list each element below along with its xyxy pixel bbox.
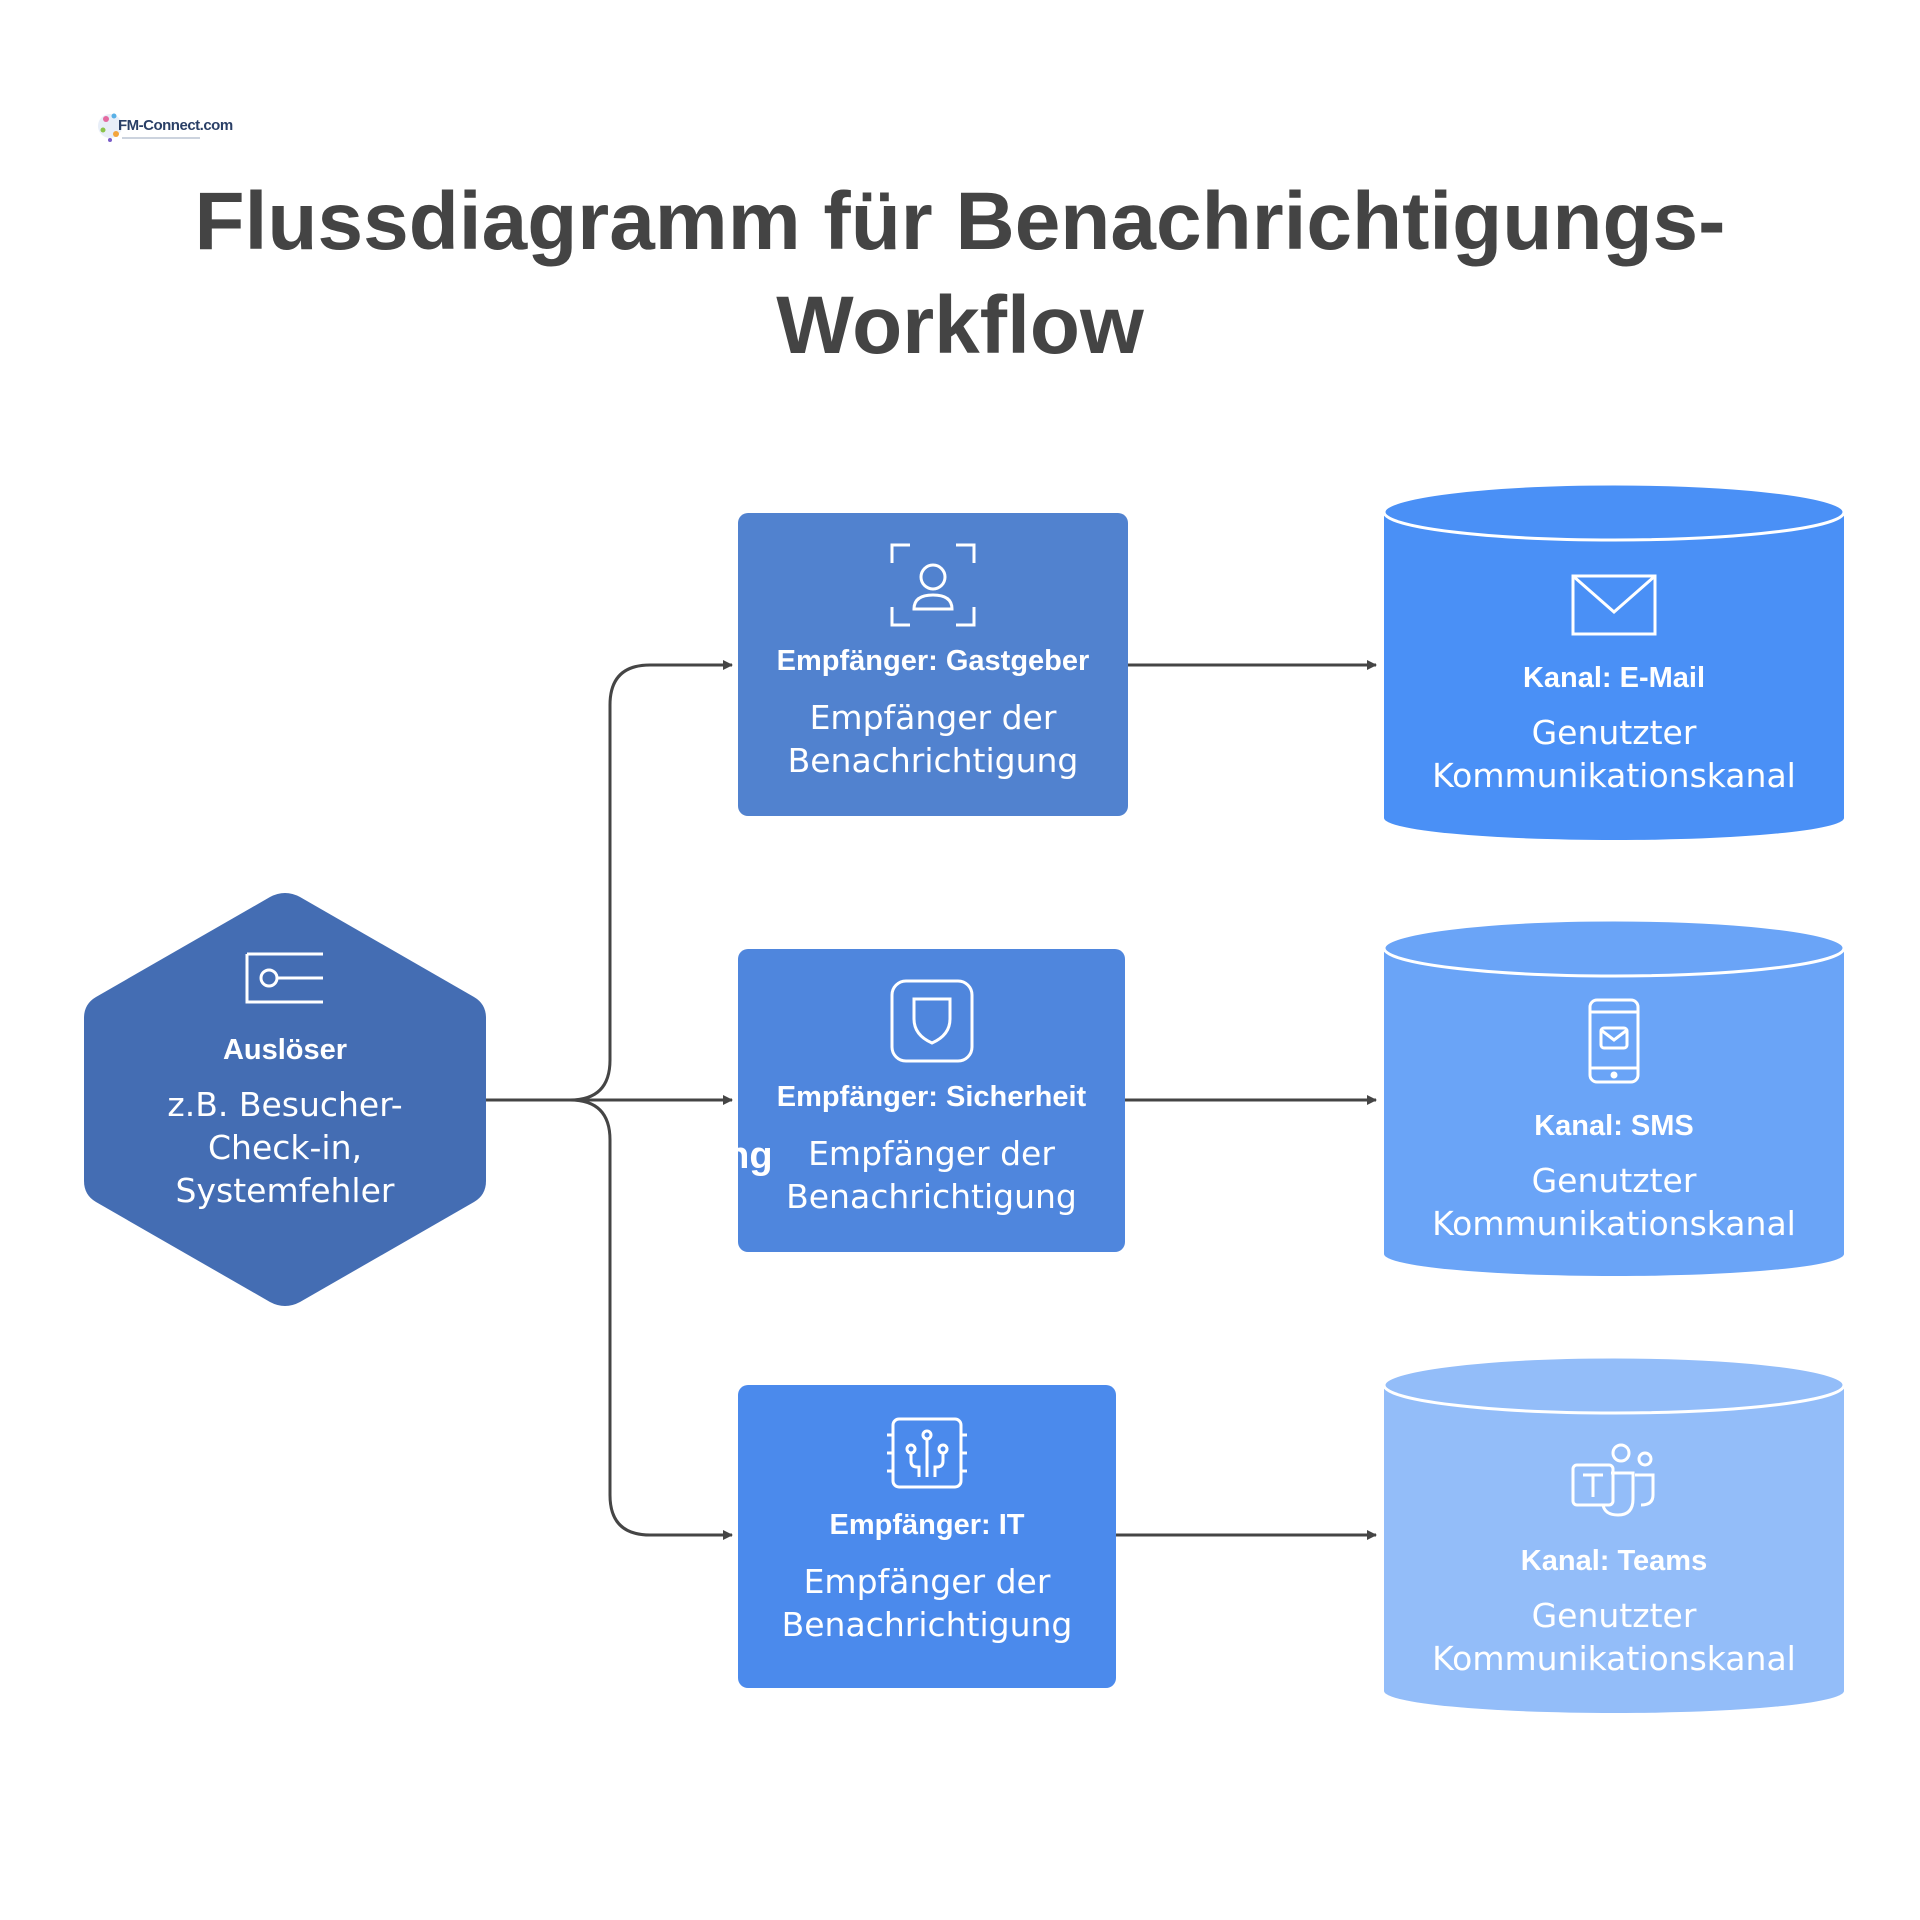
recipient-it: Empfänger: IT Empfänger der Benachrichti…: [738, 1385, 1116, 1688]
key-card-icon: [245, 952, 323, 1004]
recipient-it-label: Empfänger: IT: [829, 1509, 1025, 1541]
recipient-security-label: Empfänger: Sicherheit: [776, 1081, 1087, 1113]
recipient-security-description: Empfänger der Benachrichtigung: [786, 1134, 1077, 1216]
channel-email-description: Genutzter Kommunikationskanal: [1432, 713, 1796, 795]
mobile-message-icon: [1588, 998, 1640, 1084]
trigger-hexagon: [84, 893, 486, 1306]
channel-email-label: Kanal: E-Mail: [1522, 662, 1706, 694]
connector-trigger-to-it: [486, 1098, 733, 1540]
circuit-chip-icon: [887, 1417, 967, 1489]
channel-sms-cylinder: [1384, 918, 1844, 1276]
fm-connect-logo: [98, 113, 200, 142]
channel-email: Kanal: E-Mail Genutzter Kommunikationska…: [1384, 482, 1844, 848]
channel-teams: Kanal: Teams Genutzter Kommunikationskan…: [1384, 1355, 1844, 1721]
recipient-it-description: Empfänger der Benachrichtigung: [781, 1562, 1073, 1644]
envelope-icon: [1571, 574, 1657, 636]
trigger-hexagon-shape: [84, 893, 486, 1306]
channel-sms: Kanal: SMS Genutzter Kommunikationskanal: [1384, 918, 1844, 1284]
trigger-node: Auslöser z.B. Besucher- Check-in, System…: [84, 950, 486, 1212]
trigger-description: z.B. Besucher- Check-in, Systemfehler: [167, 1085, 403, 1210]
title-line-2: Workflow: [776, 280, 1144, 371]
trigger-label: Auslöser: [222, 1034, 348, 1066]
channel-teams-cylinder: [1384, 1355, 1844, 1713]
recipient-host: Empfänger: Gastgeber Empfänger der Benac…: [738, 513, 1128, 816]
teams-icon: [1571, 1443, 1655, 1517]
channel-teams-description: Genutzter Kommunikationskanal: [1432, 1596, 1796, 1678]
stray-overlap-text: Empfänger: [610, 1135, 770, 1177]
channel-email-cylinder: [1384, 482, 1844, 840]
channel-teams-label: Kanal: Teams: [1520, 1545, 1708, 1577]
channel-sms-description: Genutzter Kommunikationskanal: [1432, 1161, 1796, 1243]
connector-trigger-to-host: [486, 660, 733, 1102]
shield-icon: [890, 979, 973, 1063]
channel-sms-label: Kanal: SMS: [1534, 1110, 1694, 1142]
logo-text: FM-Connect.com: [118, 117, 233, 134]
person-scan-icon: [890, 543, 976, 627]
recipient-host-description: Empfänger der Benachrichtigung: [787, 698, 1079, 780]
recipient-host-label: Empfänger: Gastgeber: [776, 645, 1090, 677]
title-line-1: Flussdiagramm für Benachrichtigungs-: [194, 176, 1726, 267]
page-title: Flussdiagramm für Benachrichtigungs- Wor…: [140, 170, 1780, 378]
recipient-security: Empfänger: Sicherheit Empfänger der Bena…: [738, 949, 1125, 1252]
